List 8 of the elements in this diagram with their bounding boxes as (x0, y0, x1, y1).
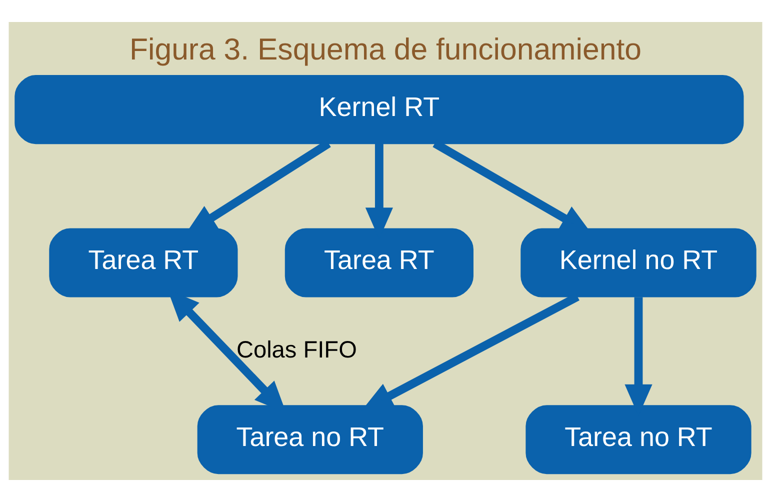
node-box: Tarea no RT (197, 404, 423, 474)
node-box: Kernel no RT (520, 228, 756, 297)
node-box: Kernel RT (14, 74, 744, 144)
node-box: Tarea no RT (526, 404, 752, 474)
edge-label: Colas FIFO (236, 336, 357, 362)
node-box: Tarea RT (284, 228, 474, 297)
diagram-title: Figura 3. Esquema de funcionamiento (130, 33, 642, 66)
node-box: Tarea RT (49, 228, 238, 297)
